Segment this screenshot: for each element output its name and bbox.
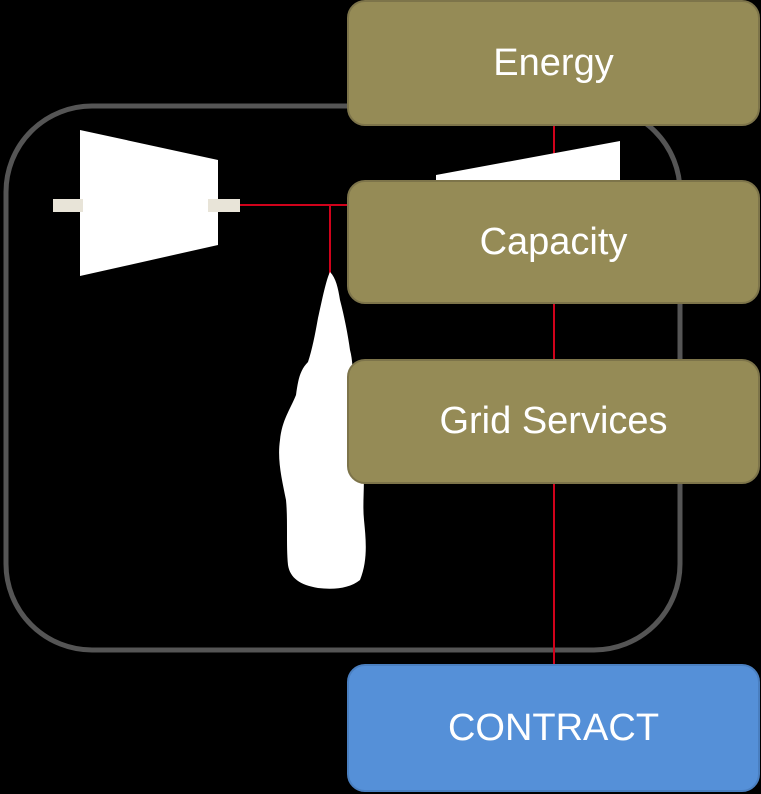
turbine-icon [436, 141, 620, 190]
grid-services-label: Grid Services [439, 400, 668, 442]
capacity-box: Capacity [347, 180, 760, 304]
shaft-icon [208, 199, 240, 212]
capacity-label: Capacity [479, 220, 628, 263]
contract-box: CONTRACT [347, 664, 760, 792]
energy-label: Energy [493, 41, 614, 84]
contract-label: CONTRACT [447, 706, 660, 749]
energy-box: Energy [347, 0, 760, 126]
rock-cavern-icon [279, 272, 366, 589]
grid-services-box: Grid Services [347, 359, 760, 484]
shaft-icon [53, 199, 83, 212]
compressor-icon [80, 130, 218, 276]
